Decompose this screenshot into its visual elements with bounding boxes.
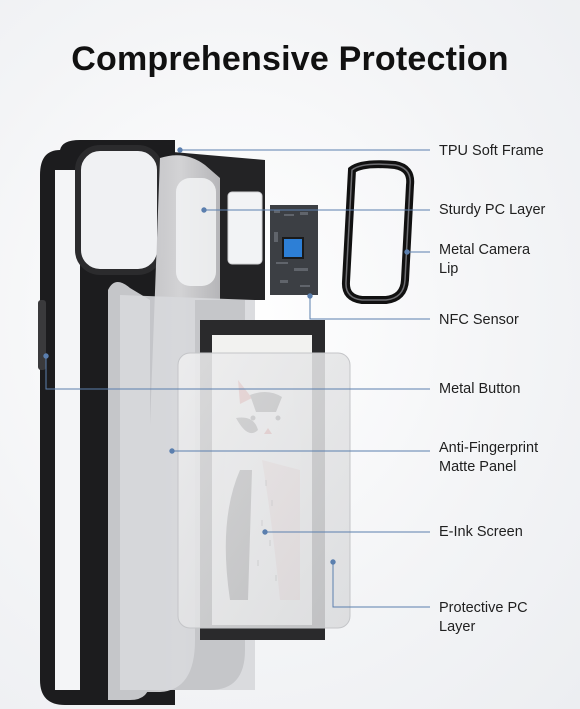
side-button-icon (38, 300, 46, 370)
label-metal-button: Metal Button (439, 381, 521, 397)
label-sturdy-pc-layer: Sturdy PC Layer (439, 202, 546, 218)
page-title: Comprehensive Protection (71, 40, 509, 78)
label-tpu-soft-frame: TPU Soft Frame (439, 143, 544, 159)
label-nfc-sensor: NFC Sensor (439, 312, 519, 328)
metal-camera-lip (341, 160, 415, 304)
nfc-sensor (270, 205, 318, 295)
camera-cutout (75, 145, 163, 275)
label-eink-screen: E-Ink Screen (439, 524, 523, 540)
protective-pc-layer (177, 352, 351, 629)
leader-lines (43, 147, 430, 608)
nfc-chip-icon (282, 237, 304, 259)
